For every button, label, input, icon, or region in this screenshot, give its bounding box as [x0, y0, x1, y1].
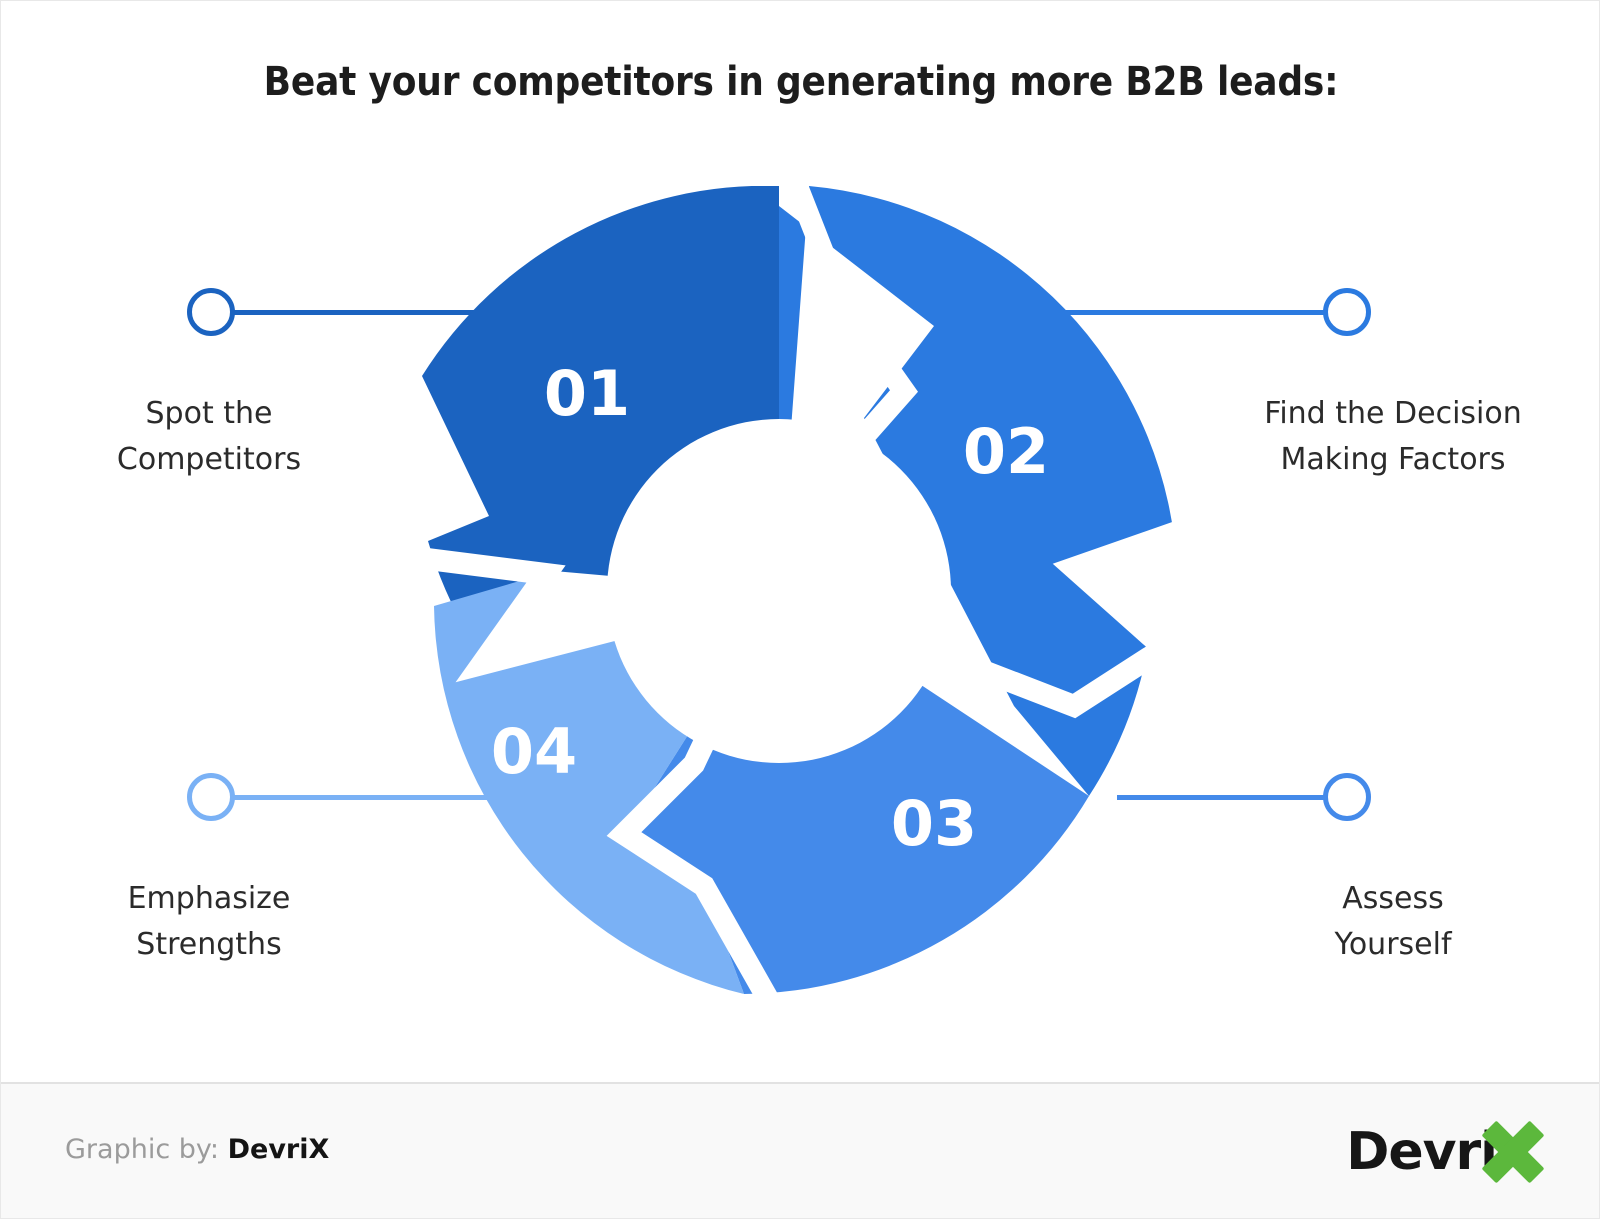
segment-number-03: 03	[891, 787, 977, 860]
node-circle-03[interactable]	[1323, 773, 1371, 821]
segment-number-01: 01	[544, 357, 630, 430]
connector-line-02	[1047, 310, 1347, 315]
callout-01-line2: Competitors	[116, 441, 302, 477]
callout-04-line1: Emphasize	[127, 881, 291, 916]
connector-line-04	[211, 795, 511, 800]
node-circle-02[interactable]	[1323, 288, 1371, 336]
callout-02-line1: Find the Decision	[1264, 396, 1522, 431]
callout-label-01: Spot the Competitors	[39, 391, 379, 482]
footer-bar: Graphic by: DevriX Devri	[1, 1082, 1599, 1218]
node-circle-01[interactable]	[187, 288, 235, 336]
credit-prefix: Graphic by:	[65, 1134, 219, 1165]
connector-line-03	[1117, 795, 1347, 800]
callout-label-04: Emphasize Strengths	[39, 876, 379, 967]
callout-03-line2: Yourself	[1334, 926, 1452, 962]
callout-02-line2: Making Factors	[1280, 441, 1506, 477]
separator-02-03	[780, 517, 1184, 719]
logo-x-mark-icon	[1481, 1120, 1545, 1184]
devrix-logo[interactable]: Devri	[1346, 1116, 1545, 1188]
node-circle-04[interactable]	[187, 773, 235, 821]
credit-text: Graphic by: DevriX	[65, 1134, 329, 1165]
donut-diagram: 01 02 03 04 Spot the Competitors Find th…	[1, 141, 1599, 1041]
callout-03-line1: Assess	[1342, 881, 1444, 916]
donut-chart: 01 02 03 04	[402, 186, 1184, 996]
segment-number-02: 02	[963, 415, 1049, 488]
callout-label-03: Assess Yourself	[1223, 876, 1563, 967]
connector-line-01	[211, 310, 511, 315]
logo-wordmark: Devri	[1346, 1122, 1498, 1182]
credit-brand: DevriX	[227, 1134, 330, 1165]
callout-01-line1: Spot the	[145, 396, 273, 431]
callout-04-line2: Strengths	[136, 926, 282, 962]
donut-center-hole	[607, 419, 951, 763]
donut-segment-02[interactable]	[779, 186, 1174, 796]
callout-label-02: Find the Decision Making Factors	[1223, 391, 1563, 482]
segment-number-04: 04	[491, 715, 577, 788]
page-title: Beat your competitors in generating more…	[263, 59, 1339, 105]
